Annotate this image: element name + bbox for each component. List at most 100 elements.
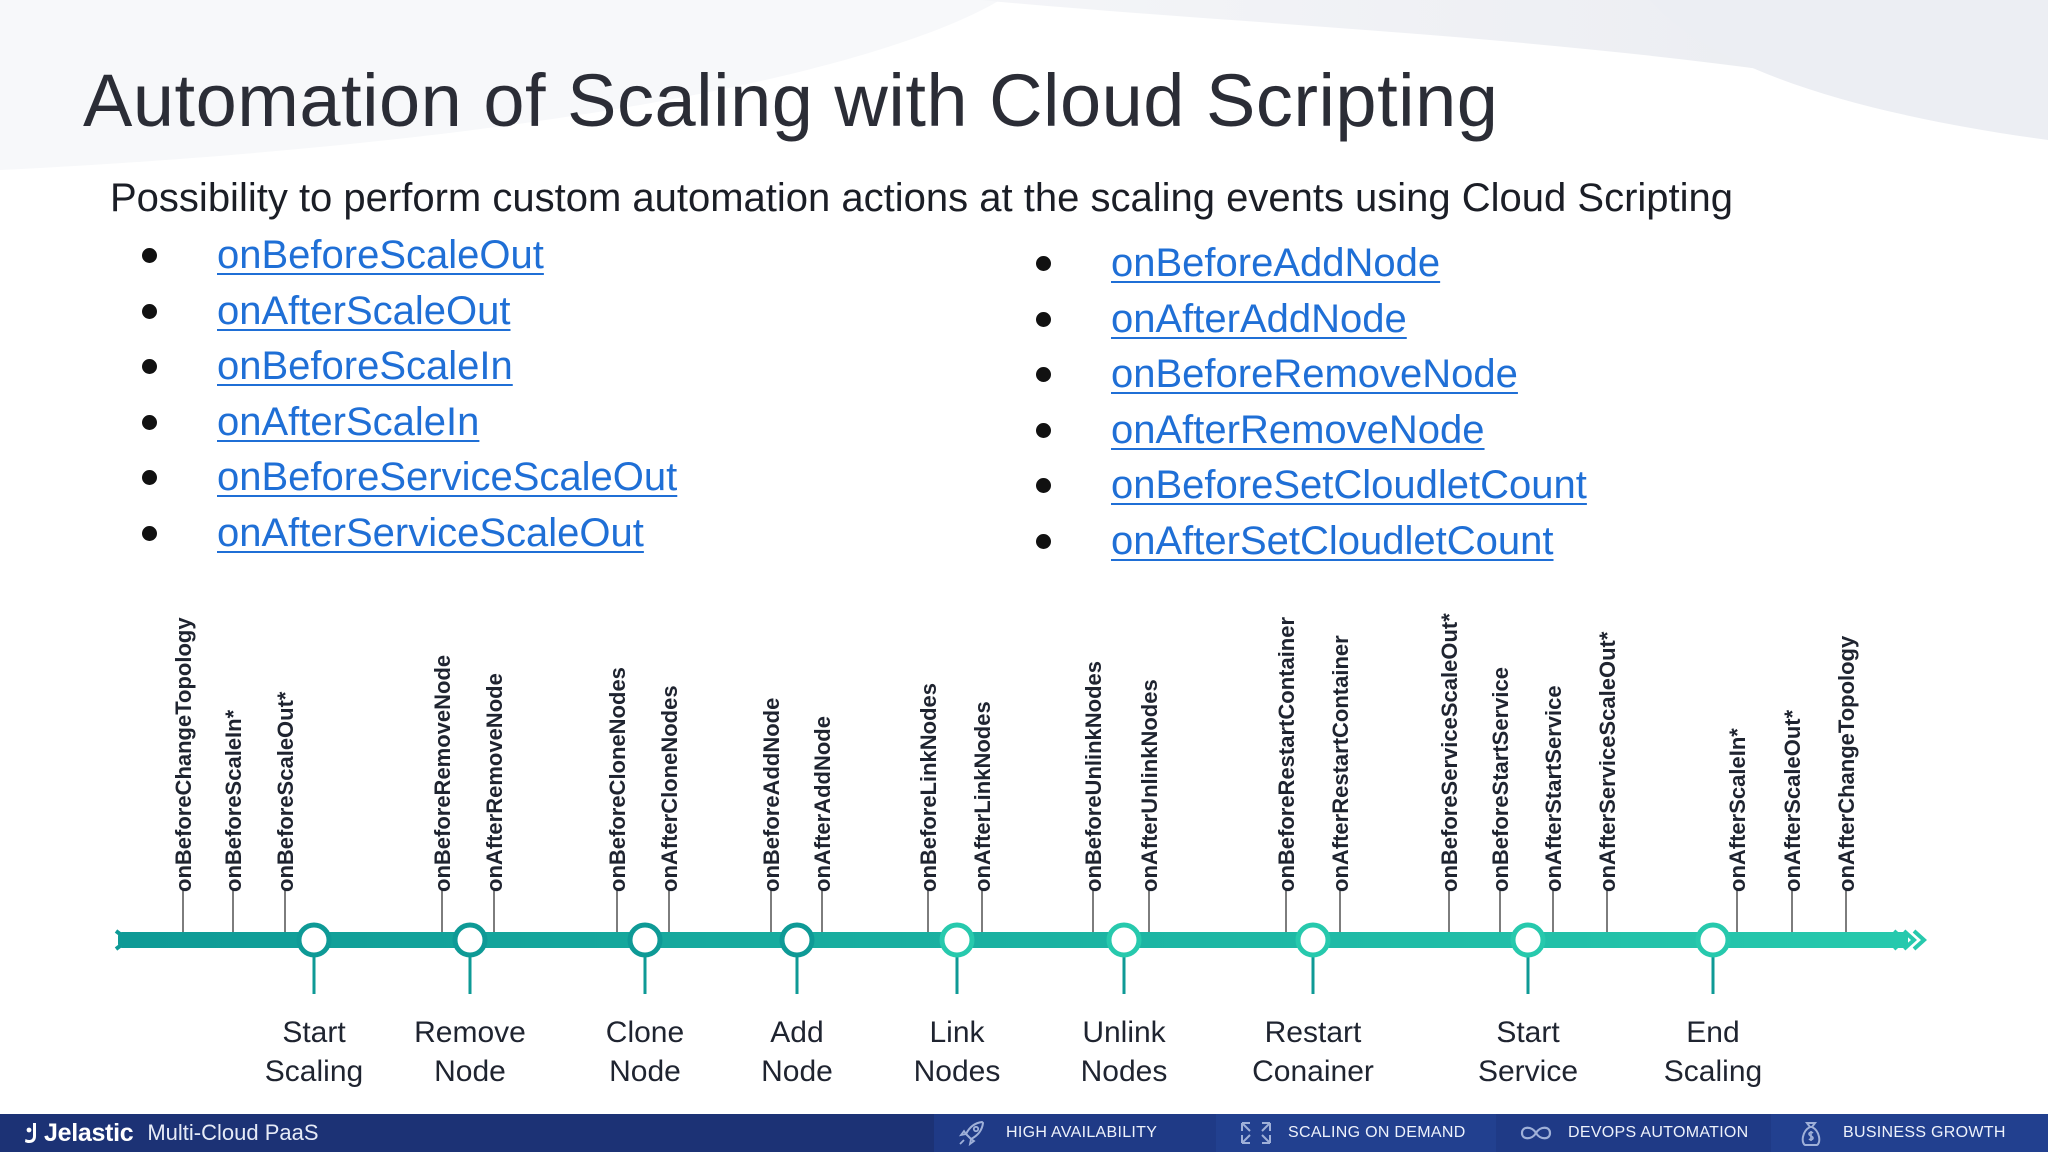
feature-label: BUSINESS GROWTH — [1843, 1124, 2006, 1141]
event-label: onAfterRemoveNode — [482, 673, 507, 892]
stage-marker — [1510, 922, 1546, 958]
event-label: onAfterUnlinkNodes — [1137, 679, 1162, 892]
feature-label: DEVOPS AUTOMATION — [1568, 1124, 1749, 1141]
stage-label: Node — [609, 1055, 681, 1088]
hook-link-onafteraddnode[interactable]: onAfterAddNode — [1111, 296, 1407, 341]
stage-label: Node — [434, 1055, 506, 1088]
event-label: onBeforeStartService — [1488, 667, 1513, 892]
event-label: onBeforeScaleOut* — [273, 691, 298, 892]
stage-marker — [939, 922, 975, 958]
event-label: onBeforeUnlinkNodes — [1081, 661, 1106, 892]
hook-link-onafterservicescaleout[interactable]: onAfterServiceScaleOut — [217, 510, 644, 555]
event-label: onBeforeChangeTopology — [171, 617, 196, 892]
bullet-icon — [142, 470, 157, 486]
rocket-icon — [958, 1120, 985, 1147]
slide-subtitle: Possibility to perform custom automation… — [110, 176, 1734, 220]
stage-marker — [1695, 922, 1731, 958]
footer-bar: Jelastic Multi-Cloud PaaS HIGH AVAILABIL… — [0, 1114, 2048, 1152]
stage-label: Remove — [414, 1016, 526, 1049]
event-label: onAfterAddNode — [810, 716, 835, 892]
stage-label: Unlink — [1082, 1016, 1166, 1049]
event-label: onBeforeAddNode — [759, 698, 784, 892]
stage-label: End — [1686, 1016, 1739, 1049]
bullet-icon — [1036, 367, 1051, 383]
event-label: onBeforeCloneNodes — [605, 667, 630, 892]
money-bag-icon — [1801, 1122, 1821, 1146]
list-item: onAfterSetCloudletCount — [1032, 514, 1587, 570]
stage-marker — [296, 922, 332, 958]
event-label: onBeforeScaleIn* — [221, 709, 246, 892]
bullet-icon — [1036, 478, 1051, 494]
event-label: onAfterLinkNodes — [970, 701, 995, 892]
stage-label: Conainer — [1252, 1055, 1374, 1088]
event-label: onBeforeRemoveNode — [430, 655, 455, 892]
bullet-icon — [142, 359, 157, 375]
feature-devops-automation: DEVOPS AUTOMATION — [1496, 1114, 1771, 1152]
stage-marker — [1295, 922, 1331, 958]
scaling-timeline: onBeforeChangeTopology onBeforeScaleIn* on… — [114, 613, 1927, 1088]
list-item: onAfterRemoveNode — [1032, 403, 1587, 459]
timeline-bar — [118, 932, 1908, 948]
infinity-icon — [1520, 1126, 1552, 1140]
list-item: onBeforeSetCloudletCount — [1032, 458, 1587, 514]
feature-high-availability: HIGH AVAILABILITY — [934, 1114, 1216, 1152]
list-item: onBeforeRemoveNode — [1032, 347, 1587, 403]
event-label: onAfterServiceScaleOut* — [1595, 631, 1620, 892]
stage-label: Restart — [1265, 1016, 1362, 1049]
stage-label: Node — [761, 1055, 833, 1088]
bullet-icon — [1036, 311, 1051, 327]
hook-link-onbeforescaleout[interactable]: onBeforeScaleOut — [217, 233, 544, 278]
event-label: onBeforeRestartContainer — [1274, 617, 1299, 892]
stage-label: Link — [929, 1016, 985, 1049]
bullet-icon — [142, 525, 157, 541]
stage-marker — [779, 922, 815, 958]
event-label: onAfterChangeTopology — [1834, 635, 1859, 892]
hook-link-onbeforesetcloudletcount[interactable]: onBeforeSetCloudletCount — [1111, 463, 1587, 508]
scaling-arrows-icon — [1241, 1122, 1271, 1144]
hook-link-onbeforescalein[interactable]: onBeforeScaleIn — [217, 344, 513, 389]
chevron-right-icon — [1912, 929, 1927, 951]
chevron-right-icon — [1902, 929, 1917, 951]
jelastic-logo-icon — [25, 1123, 36, 1143]
stage-label: Nodes — [914, 1055, 1001, 1088]
chevron-right-icon — [114, 929, 132, 951]
hook-link-onbeforeaddnode[interactable]: onBeforeAddNode — [1111, 241, 1441, 286]
event-label: onBeforeLinkNodes — [916, 683, 941, 892]
stage-label: Nodes — [1081, 1055, 1168, 1088]
feature-scaling-on-demand: SCALING ON DEMAND — [1216, 1114, 1496, 1152]
event-label: onAfterScaleIn* — [1725, 728, 1750, 892]
hook-link-onbeforeservicescaleout[interactable]: onBeforeServiceScaleOut — [217, 455, 678, 500]
stage-label: Start — [282, 1016, 346, 1049]
brand: Jelastic Multi-Cloud PaaS — [24, 1119, 934, 1148]
feature-business-growth: BUSINESS GROWTH — [1771, 1114, 2048, 1152]
stage-label: Add — [770, 1016, 823, 1049]
stage-marker — [627, 922, 663, 958]
bullet-icon — [142, 303, 157, 319]
hook-link-onafterremovenode[interactable]: onAfterRemoveNode — [1111, 407, 1485, 452]
hook-link-onbeforeremovenode[interactable]: onBeforeRemoveNode — [1111, 352, 1518, 397]
bullet-icon — [142, 248, 157, 264]
stage-label: Scaling — [1664, 1055, 1762, 1088]
event-label: onAfterRestartContainer — [1328, 635, 1353, 892]
slide-title: Automation of Scaling with Cloud Scripti… — [83, 59, 1499, 142]
list-item: onBeforeAddNode — [1032, 236, 1587, 292]
hook-link-onafterscaleout[interactable]: onAfterScaleOut — [217, 288, 511, 333]
bullet-icon — [1036, 422, 1051, 438]
hooks-list-left: onBeforeScaleOut onAfterScaleOut onBefor… — [138, 228, 677, 561]
event-label: onAfterCloneNodes — [657, 685, 682, 892]
bullet-icon — [1036, 256, 1051, 272]
hook-link-onaftersetcloudletcount[interactable]: onAfterSetCloudletCount — [1111, 518, 1554, 563]
feature-label: SCALING ON DEMAND — [1288, 1124, 1466, 1141]
list-item: onAfterServiceScaleOut — [138, 506, 677, 562]
event-label: onAfterScaleOut* — [1780, 709, 1805, 892]
feature-label: HIGH AVAILABILITY — [1006, 1124, 1158, 1141]
list-item: onAfterScaleOut — [138, 284, 677, 340]
stage-label: Clone — [606, 1016, 684, 1049]
stage-marker — [452, 922, 488, 958]
bullet-icon — [142, 414, 157, 430]
hook-link-onafterscalein[interactable]: onAfterScaleIn — [217, 399, 480, 444]
stage-label: Scaling — [265, 1055, 363, 1088]
bullet-icon — [1036, 533, 1051, 549]
stage-label: Start — [1496, 1016, 1560, 1049]
event-label: onAfterStartService — [1541, 685, 1566, 892]
